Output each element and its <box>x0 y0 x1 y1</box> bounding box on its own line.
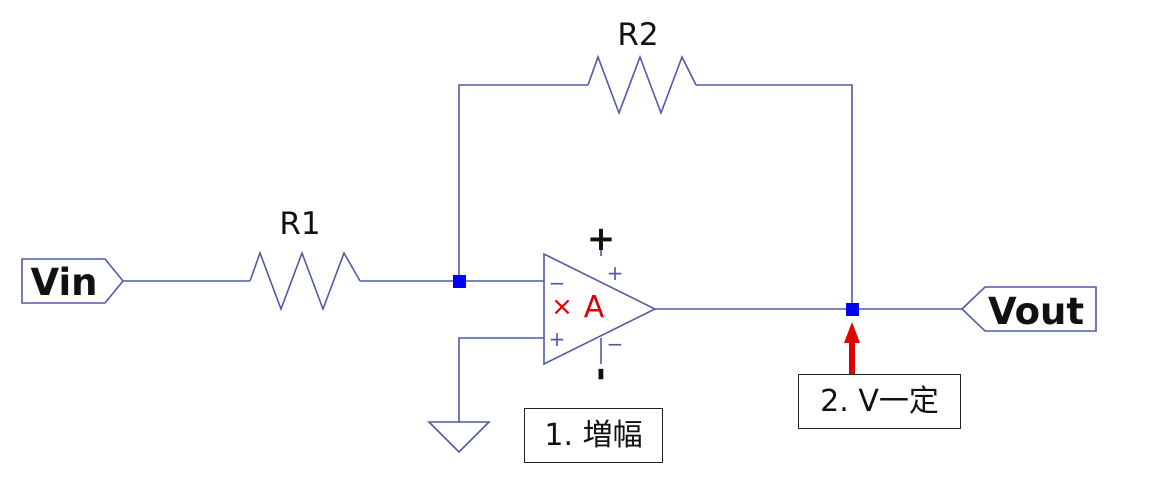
opamp-symbol <box>543 252 657 366</box>
vout-port <box>960 286 1097 332</box>
annotation-amplify: 1. 増幅 <box>524 408 663 463</box>
gain-a-label: A <box>584 290 605 325</box>
junction-output-node <box>846 303 859 316</box>
supply-positive-label: + <box>587 219 616 259</box>
arrow-up-icon <box>844 322 860 343</box>
annotation-constant-v: 2. V一定 <box>798 374 961 429</box>
pin-vminus-label: − <box>607 332 624 356</box>
pin-vplus-label: + <box>607 261 624 285</box>
r1-label: R1 <box>279 206 320 242</box>
wire-feedback-right <box>696 84 853 309</box>
vin-port <box>21 258 125 304</box>
gain-x-icon: × <box>551 292 573 322</box>
resistor-r2 <box>587 54 697 116</box>
junction-inverting-node <box>453 275 466 288</box>
pin-inverting-label: − <box>549 271 566 295</box>
r2-label: R2 <box>617 17 658 53</box>
ground-symbol <box>427 421 491 454</box>
wire-feedback-left <box>458 84 588 281</box>
supply-negative-label: - <box>582 367 622 381</box>
vout-label: Vout <box>988 290 1084 333</box>
pin-noninverting-label: + <box>549 327 566 351</box>
wires <box>123 84 962 422</box>
vin-label: Vin <box>30 261 97 304</box>
wire-noninverting-ground <box>458 337 544 422</box>
resistor-r1 <box>249 250 361 312</box>
